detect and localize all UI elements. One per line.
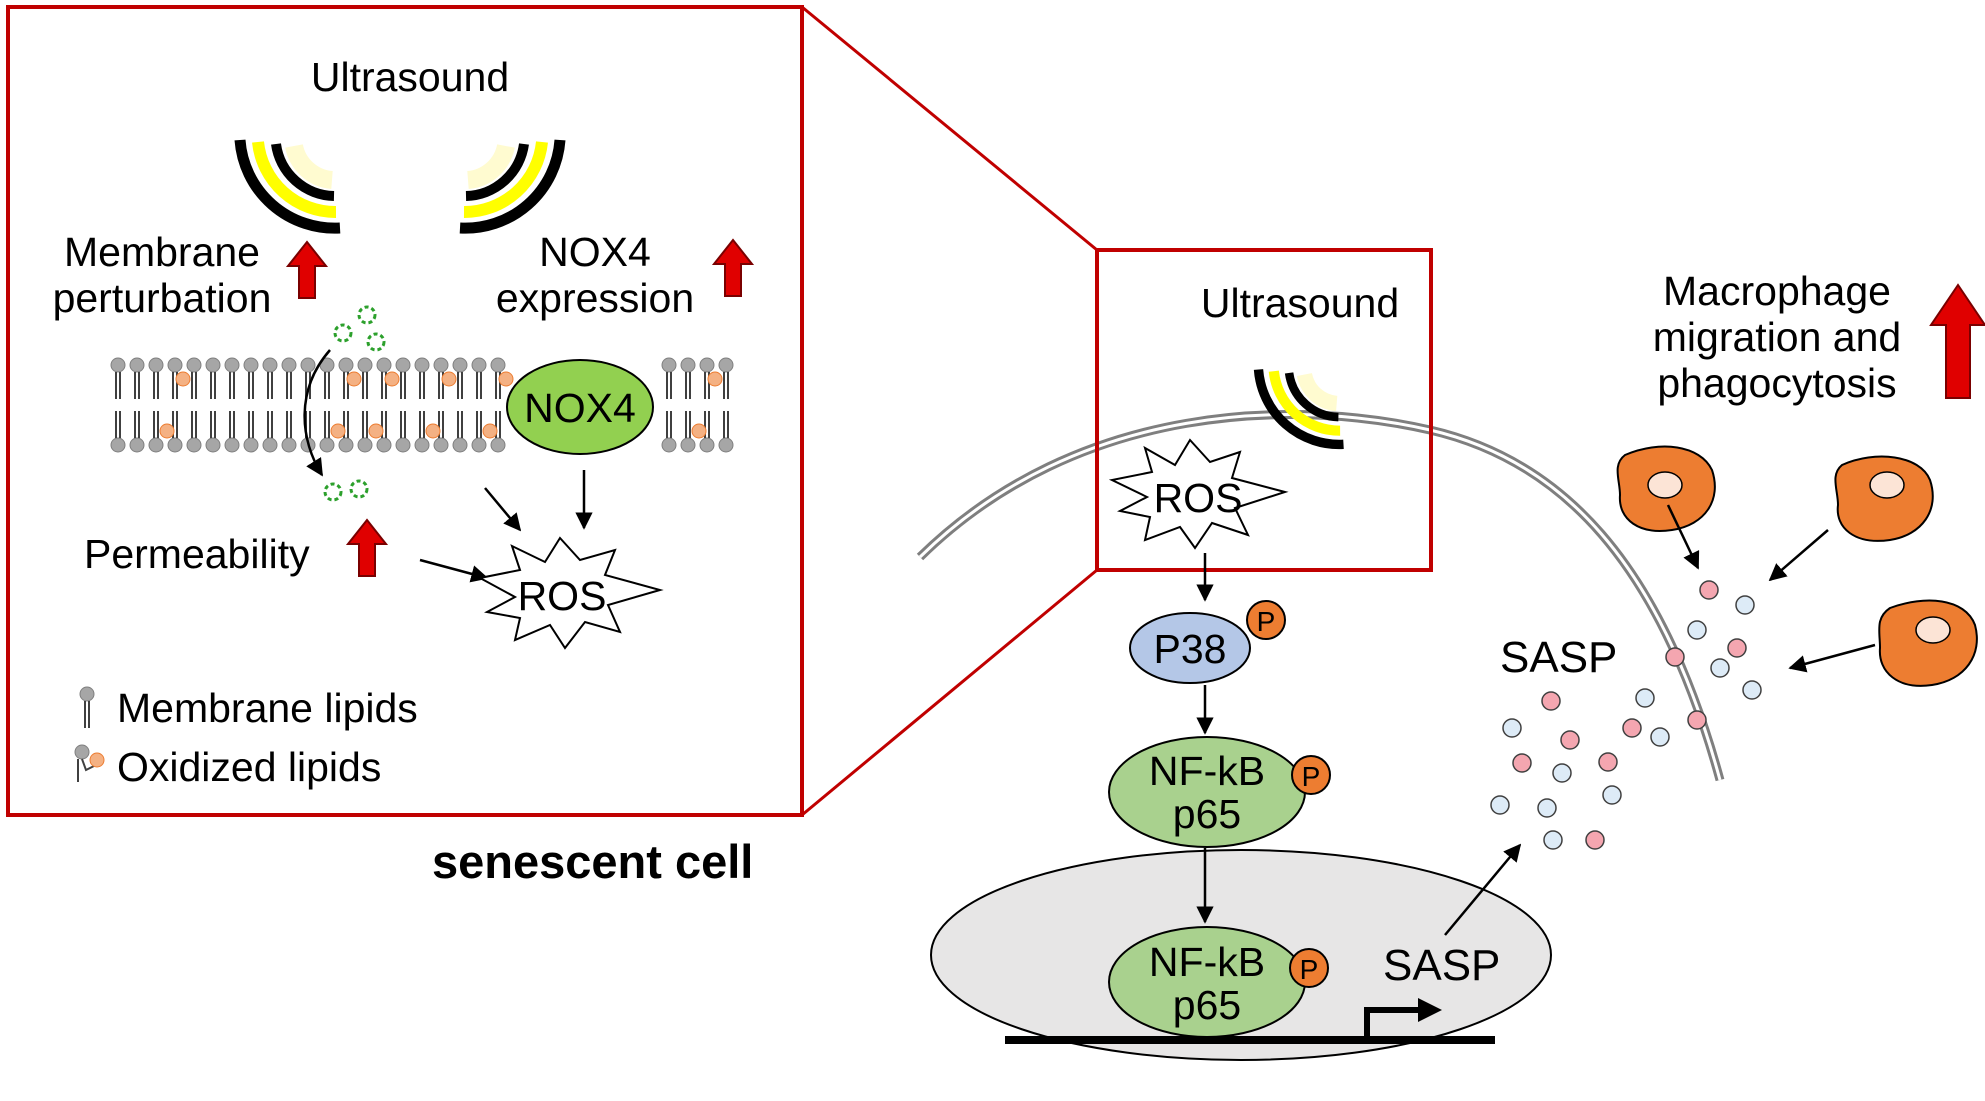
sasp-nucleus-label: SASP [1383,941,1500,990]
nox4-protein: NOX4 [506,359,654,455]
cell-ros-label: ROS [1154,475,1243,521]
sasp-particle [1742,680,1762,700]
arrow-macrophage-migration [1666,504,1700,570]
sasp-particle [1512,753,1532,773]
arrow-macrophage-migration [1768,529,1829,582]
sasp-particle [1635,688,1655,708]
macrophage-label-line3: phagocytosis [1657,360,1896,406]
legend: Membrane lipids Oxidized lipids [74,685,418,790]
sasp-particle [1727,638,1747,658]
ultrasound-wave-icon-cell [1253,369,1344,450]
sasp-particle [1735,595,1755,615]
membrane-perturbation-line2: perturbation [53,275,272,321]
sasp-particle [1687,620,1707,640]
nox4-label: NOX4 [524,385,636,431]
sasp-particle [1543,830,1563,850]
phospho-badge: P [1246,600,1286,640]
ros-burst: ROS [477,536,664,650]
oxidized-lipid-head [384,371,400,387]
oxidized-lipid-head [368,423,384,439]
sasp-particle [1541,691,1561,711]
up-arrow-icon [1929,283,1985,399]
legend-oxidized-lipids: Oxidized lipids [117,744,381,790]
sasp-particle [1490,795,1510,815]
permeation-arrow [303,349,331,477]
oxidized-lipid-head [346,371,362,387]
ultrasound-wave-icon-right [459,139,566,234]
sasp-particle [1560,730,1580,750]
nox4-expression-line1: NOX4 [539,229,651,275]
macrophage-cell [1878,599,1978,687]
macrophage-label-line1: Macrophage [1663,268,1891,314]
oxidized-lipid-head [482,423,498,439]
oxidized-lipid-head [691,423,707,439]
oxidized-lipid-head [498,371,514,387]
ultrasound-wave-icon-left [234,139,341,234]
sasp-particle [1665,647,1685,667]
macrophage-cell [1616,445,1716,532]
senescent-cell-caption: senescent cell [432,835,753,888]
nox4-expression-line2: expression [496,275,694,321]
sasp-outside-label: SASP [1500,633,1617,682]
permeability-label: Permeability [84,531,310,577]
zoom-line-top [801,5,1098,252]
oxidized-lipid-icon [74,744,105,782]
oxidized-lipid-head [330,423,346,439]
p38-protein: P38 P [1129,600,1286,684]
nfkb-cytoplasm: NF-kB p65 P [1108,736,1331,848]
nfkb-nucleus-line1: NF-kB [1149,939,1265,985]
sasp-particle [1650,727,1670,747]
sasp-particle [1699,580,1719,600]
phospho-label: P [1302,761,1321,792]
phospho-badge: P [1291,755,1331,795]
cell-ros-burst: ROS [1108,438,1289,550]
sasp-particle [1552,763,1572,783]
sasp-particle [1622,718,1642,738]
oxidized-lipid-head [425,423,441,439]
nfkb-nucleus-line2: p65 [1173,982,1241,1028]
macrophage-label-line2: migration and [1653,314,1901,360]
cell-membrane-inner [918,413,1722,781]
cell: Ultrasound ROS P38 P NF-kB p65 [916,248,1762,1061]
molecule-icon-group [323,305,386,502]
macrophage-cell [1834,455,1934,542]
membrane-perturbation-line1: Membrane [64,229,260,275]
sasp-particles [1490,580,1762,850]
sasp-particle [1710,658,1730,678]
nfkb-line2: p65 [1173,791,1241,837]
transcription-start-arrow [1364,1007,1420,1036]
nfkb-line1: NF-kB [1149,748,1265,794]
oxidized-lipid-head [159,423,175,439]
sasp-particle [1502,718,1522,738]
arrow-permeability-to-ros [419,558,489,583]
phospho-label: P [1300,954,1319,985]
p38-label: P38 [1154,626,1227,672]
oxidized-lipid-head [175,371,191,387]
inset-ultrasound-label: Ultrasound [311,54,509,100]
arrow-macrophage-migration [1788,643,1876,673]
zoom-line-bottom [801,568,1098,817]
zoom-box [1095,248,1433,572]
inset-panel: Ultrasound Membrane perturbation NOX4 ex… [6,5,1098,817]
sasp-particle [1585,830,1605,850]
nfkb-nucleus: NF-kB p65 P [1108,926,1329,1038]
oxidized-lipid-head [441,371,457,387]
membrane-bilayer [110,357,734,453]
transcription-arrowhead [1418,998,1442,1022]
arrow-sasp-secretion [1444,843,1522,936]
legend-membrane-lipids: Membrane lipids [117,685,418,731]
inset-ros-label: ROS [518,573,607,619]
sasp-particle [1598,752,1618,772]
oxidized-lipid-head [707,371,723,387]
sasp-particle [1602,785,1622,805]
sasp-particle [1687,710,1707,730]
arrow-lipid-to-ros [484,487,522,532]
phospho-label: P [1257,606,1276,637]
sasp-particle [1537,798,1557,818]
cell-ultrasound-label: Ultrasound [1201,280,1399,326]
macrophage-section: Macrophage migration and phagocytosis [1616,268,1985,687]
phospho-badge: P [1289,948,1329,988]
